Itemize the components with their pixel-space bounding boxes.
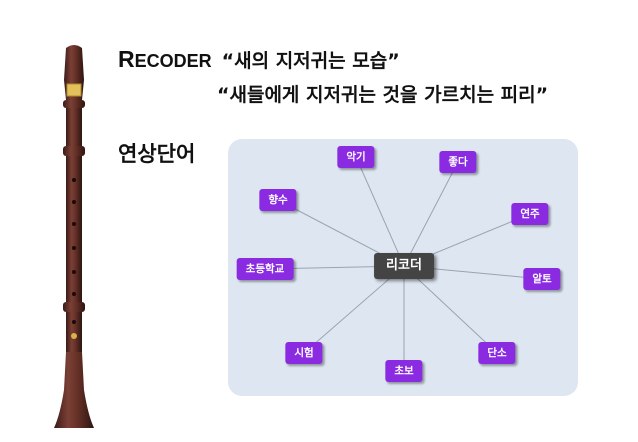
brand-rest: ECODER xyxy=(134,51,212,71)
link-line-7 xyxy=(303,265,405,354)
node-6: 알토 xyxy=(523,268,561,290)
center-node: 리코더 xyxy=(374,253,434,279)
title-quote-1: “새의 지저귀는 모습” xyxy=(221,50,400,72)
node-4: 연주 xyxy=(511,203,549,225)
node-3: 향수 xyxy=(259,189,297,211)
link-line-2 xyxy=(403,161,459,267)
node-2: 좋다 xyxy=(439,151,477,173)
brand-word: RECODER xyxy=(118,46,212,72)
node-7: 시험 xyxy=(285,342,323,364)
node-5: 초등학교 xyxy=(236,258,294,280)
link-line-1 xyxy=(355,156,405,267)
node-8: 단소 xyxy=(478,342,516,364)
title-quote-2: “새들에게 지저귀는 것을 가르치는 피리” xyxy=(217,84,549,106)
title-line-1: RECODER “새의 지저귀는 모습” xyxy=(118,46,400,73)
section-heading: 연상단어 xyxy=(118,142,196,166)
link-line-8 xyxy=(403,265,498,354)
node-1: 악기 xyxy=(337,146,375,168)
node-9: 초보 xyxy=(385,360,423,382)
brand-initial: R xyxy=(118,46,135,72)
recorder-illustration xyxy=(54,45,94,428)
